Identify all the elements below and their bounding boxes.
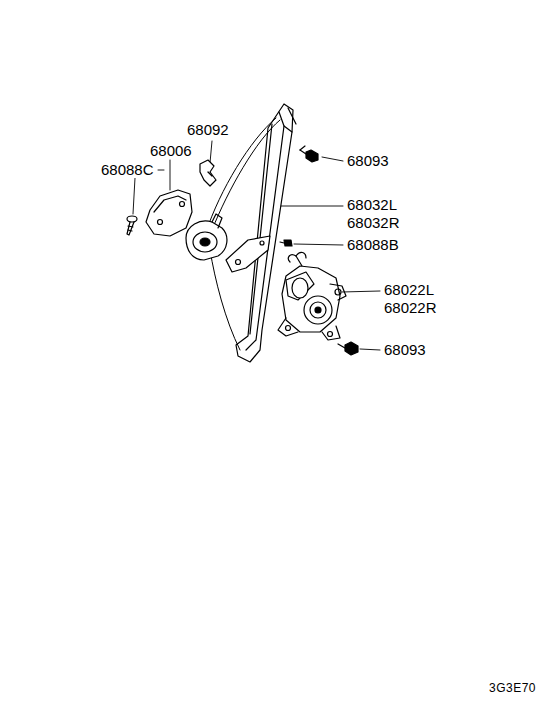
bolt xyxy=(300,150,318,162)
part-number: 68032L xyxy=(346,197,398,213)
figure-code: 3G3E70 xyxy=(488,682,537,695)
screw xyxy=(280,240,292,246)
cable-drum xyxy=(186,214,227,260)
cover-plate xyxy=(146,190,192,236)
part-number: 68006 xyxy=(149,143,193,159)
part-number: 68092 xyxy=(186,122,230,138)
part-number: 68022R xyxy=(383,300,438,316)
part-number: 68088B xyxy=(346,237,400,253)
part-number: 68022L xyxy=(383,282,435,298)
motor-assembly xyxy=(278,252,346,340)
clip xyxy=(200,160,216,186)
part-number: 68093 xyxy=(383,342,427,358)
part-number: 68088C xyxy=(100,162,155,178)
bolt xyxy=(338,342,358,355)
part-number: 68032R xyxy=(346,215,401,231)
part-number: 68093 xyxy=(346,153,390,169)
screw xyxy=(127,216,137,235)
